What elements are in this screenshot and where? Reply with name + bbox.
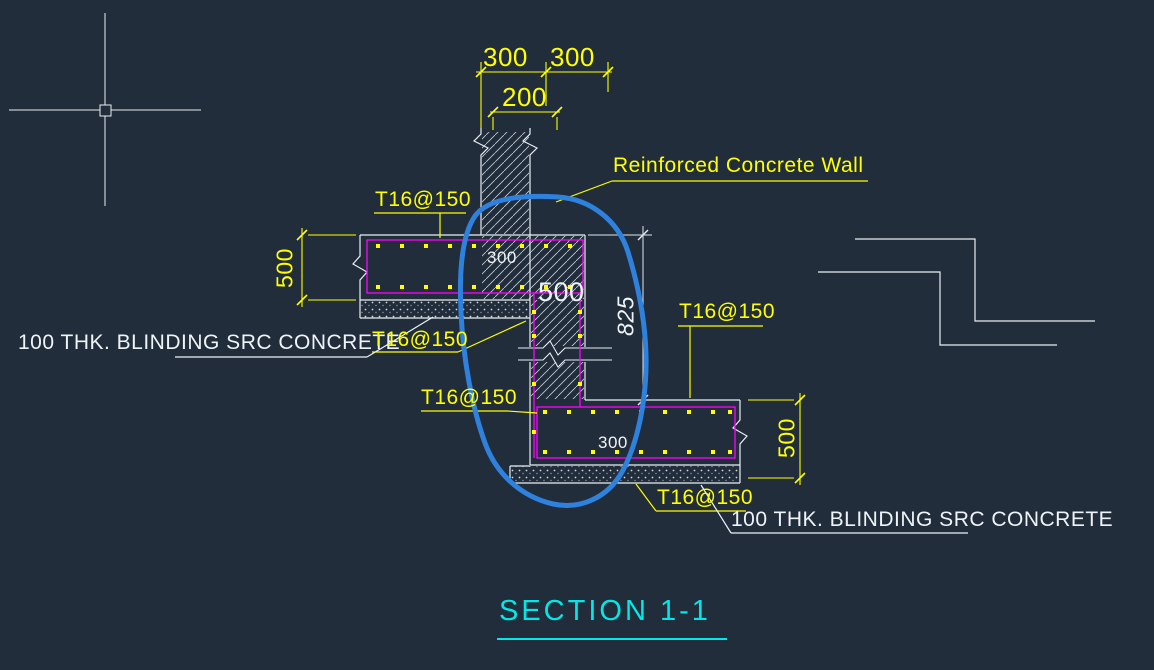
blinding-note-right: 100 THK. BLINDING SRC CONCRETE xyxy=(731,508,1114,531)
dim-500-right-lines xyxy=(748,393,806,485)
dim-label-825: 825 xyxy=(612,296,639,336)
section-title: SECTION 1-1 xyxy=(499,595,711,627)
dim-500-left-lines xyxy=(296,228,356,307)
wall-slab-outline xyxy=(352,128,748,484)
rebar-note-bottom: T16@150 xyxy=(657,486,754,509)
leader-lines xyxy=(175,180,968,534)
break-lines xyxy=(518,340,612,368)
top-dimension-lines xyxy=(475,62,614,130)
dim-label-300-right: 300 xyxy=(550,42,595,72)
dim-label-500-left: 500 xyxy=(271,248,298,288)
pickbox xyxy=(99,104,112,117)
rebar-dots xyxy=(376,244,732,454)
rebar-note-center: T16@150 xyxy=(421,386,518,409)
highlight-loop xyxy=(457,193,649,508)
blinding-note-left: 100 THK. BLINDING SRC CONCRETE xyxy=(18,331,401,354)
dim-label-500-right: 500 xyxy=(773,418,800,458)
inner-dim-300-upper: 300 xyxy=(487,248,517,267)
blinding-hatch xyxy=(360,301,740,483)
inner-dim-300-lower: 300 xyxy=(598,433,628,452)
rebar-note-right: T16@150 xyxy=(679,300,776,323)
dim-label-200: 200 xyxy=(502,82,547,112)
crosshair-cursor xyxy=(9,13,201,206)
inner-dim-500: 500 xyxy=(538,277,585,307)
rebar-note-mid-left: T16@150 xyxy=(372,328,469,351)
rebar-note-top-left: T16@150 xyxy=(375,188,472,211)
wall-note-label: Reinforced Concrete Wall xyxy=(613,154,864,177)
dim-label-300-left: 300 xyxy=(483,42,528,72)
stepped-section-symbol xyxy=(818,238,1095,346)
